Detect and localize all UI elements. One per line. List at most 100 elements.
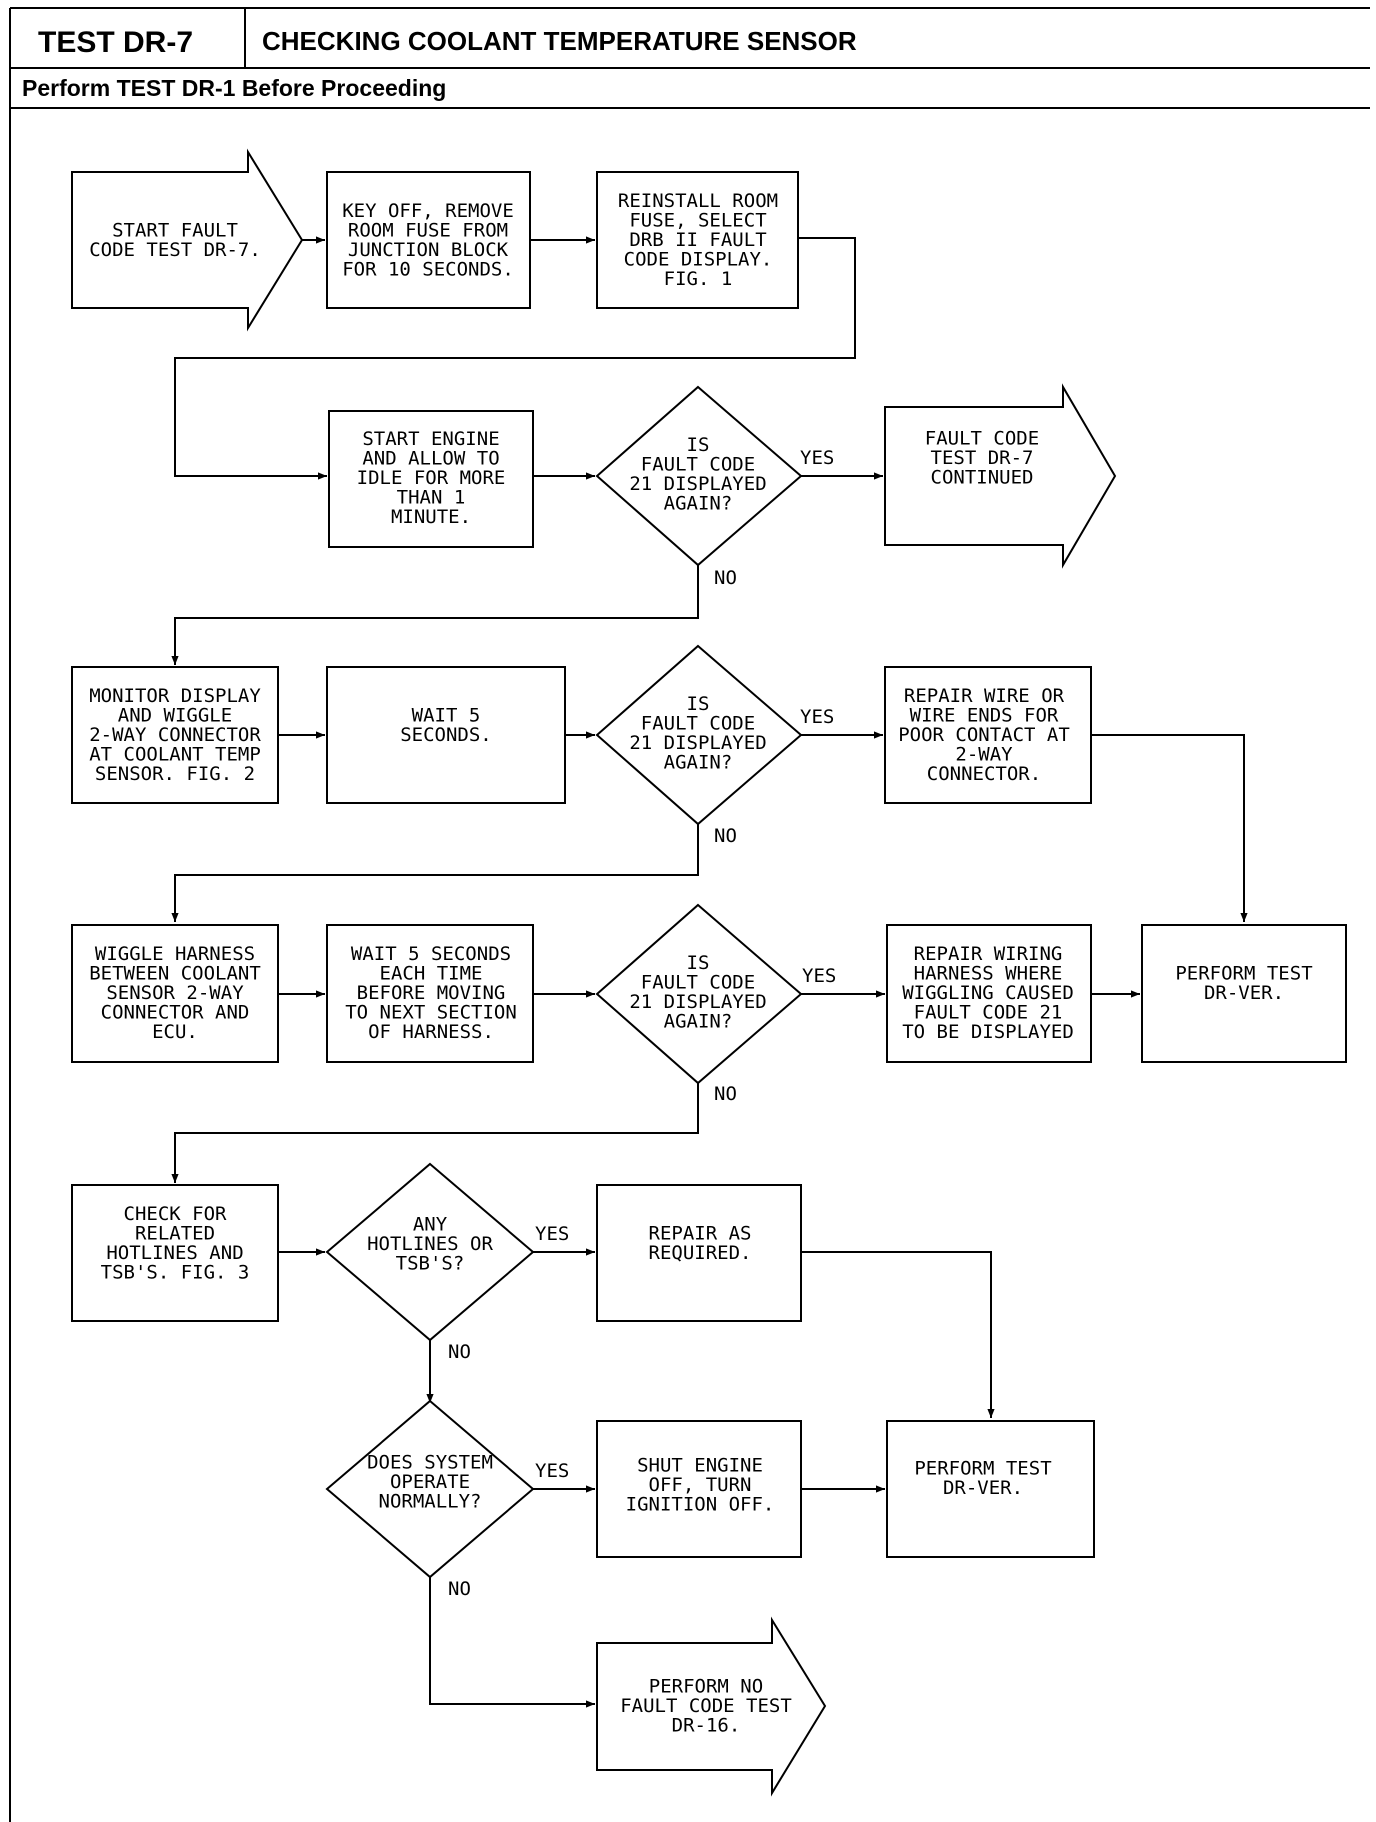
label-yes-1: YES [800, 447, 834, 469]
wait-each-line: WAIT 5 SECONDS [351, 943, 511, 965]
reinstall-line: FUSE, SELECT [629, 210, 766, 232]
wait-each-box [326, 924, 534, 1063]
repair-required-line: REPAIR AS [649, 1222, 752, 1244]
continued-line: TEST DR-7 [931, 447, 1034, 469]
wiggle-line: CONNECTOR AND [101, 1002, 250, 1024]
label-yes-5: YES [535, 1460, 569, 1482]
decision5-line: OPERATE [390, 1471, 470, 1493]
wait-each-line: EACH TIME [380, 963, 483, 985]
wait-each-line: TO NEXT SECTION [345, 1002, 517, 1024]
connector-decision5-no [429, 1577, 595, 1708]
decision4-diamond [325, 1162, 535, 1342]
start-engine-line: MINUTE. [391, 506, 471, 528]
repair-harness-line: WIGGLING CAUSED [902, 982, 1074, 1004]
monitor-line: SENSOR. FIG. 2 [95, 763, 255, 785]
label-no-5: NO [448, 1578, 471, 1600]
decision2-diamond [595, 644, 803, 826]
continued-line: FAULT CODE [925, 428, 1039, 450]
repair-harness-line: HARNESS WHERE [914, 963, 1063, 985]
reinstall-line: DRB II FAULT [629, 229, 766, 251]
reinstall-line: CODE DISPLAY. [624, 249, 773, 271]
decision3-line: FAULT CODE [641, 971, 755, 993]
start-engine-line: THAN 1 [397, 487, 466, 509]
page-subtitle: Perform TEST DR-1 Before Proceeding [22, 75, 446, 101]
perform-ver1-box [1141, 924, 1347, 1063]
decision1-diamond [595, 385, 803, 567]
start-engine-line: IDLE FOR MORE [357, 467, 506, 489]
decision3-line: AGAIN? [664, 1010, 733, 1032]
repair-harness-line: REPAIR WIRING [914, 943, 1063, 965]
perform-ver1-line: DR-VER. [1204, 982, 1284, 1004]
decision2-line: 21 DISPLAYED [629, 732, 766, 754]
reinstall-line: REINSTALL ROOM [618, 190, 778, 212]
repair-required-box [596, 1184, 802, 1322]
wiggle-box [71, 924, 279, 1063]
key-off-line: FOR 10 SECONDS. [342, 258, 514, 280]
monitor-line: MONITOR DISPLAY [89, 685, 261, 707]
label-yes-2: YES [800, 706, 834, 728]
key-off-box [326, 171, 531, 309]
label-yes-3: YES [802, 965, 836, 987]
decision5-diamond [325, 1399, 535, 1579]
test-id: TEST DR-7 [38, 26, 193, 59]
shut-engine-line: IGNITION OFF. [626, 1494, 775, 1516]
start-line: START FAULT [112, 219, 238, 241]
repair-required-line: REQUIRED. [649, 1242, 752, 1264]
check-hotlines-line: RELATED [135, 1222, 215, 1244]
perform-ver2-box [886, 1420, 1095, 1558]
repair-wire-box [884, 666, 1092, 804]
decision4-line: ANY [413, 1214, 448, 1236]
start-engine-line: AND ALLOW TO [362, 448, 499, 470]
check-hotlines-box [71, 1184, 279, 1322]
check-hotlines-line: HOTLINES AND [106, 1242, 243, 1264]
wait-each-line: BEFORE MOVING [357, 982, 506, 1004]
repair-harness-line: TO BE DISPLAYED [902, 1021, 1074, 1043]
label-no-1: NO [714, 567, 737, 589]
shut-engine-line: SHUT ENGINE [637, 1455, 763, 1477]
decision1-line: AGAIN? [664, 492, 733, 514]
continued-arrow-shape [884, 383, 1117, 569]
wait-each-line: OF HARNESS. [368, 1021, 494, 1043]
monitor-line: AT COOLANT TEMP [89, 744, 261, 766]
wiggle-line: WIGGLE HARNESS [95, 943, 255, 965]
repair-wire-line: REPAIR WIRE OR [904, 685, 1065, 707]
page-title: CHECKING COOLANT TEMPERATURE SENSOR [262, 26, 857, 56]
shut-engine-line: OFF, TURN [649, 1474, 752, 1496]
check-hotlines-line: CHECK FOR [124, 1203, 228, 1225]
start-engine-box [328, 410, 534, 548]
reinstall-box [596, 171, 799, 309]
monitor-line: 2-WAY CONNECTOR [89, 724, 261, 746]
start-line: CODE TEST DR-7. [89, 239, 261, 261]
label-no-2: NO [714, 825, 737, 847]
key-off-line: ROOM FUSE FROM [348, 219, 508, 241]
perform-no-fault-line: PERFORM NO [649, 1676, 763, 1698]
connector-decision1-no [171, 565, 699, 665]
connector-decision2-no [171, 824, 699, 922]
perform-ver2-line: DR-VER. [943, 1477, 1023, 1499]
decision4-line: TSB'S? [396, 1253, 465, 1275]
repair-wire-line: POOR CONTACT AT [898, 724, 1070, 746]
perform-no-fault-arrow-shape [596, 1616, 827, 1797]
check-hotlines-line: TSB'S. FIG. 3 [101, 1261, 250, 1283]
connectors [171, 236, 1248, 1708]
decision1-line: IS [687, 434, 710, 456]
shut-engine-box [596, 1420, 802, 1558]
connector-decision3-no [171, 1083, 699, 1183]
monitor-box [71, 666, 279, 804]
decision5-line: NORMALLY? [379, 1491, 482, 1513]
